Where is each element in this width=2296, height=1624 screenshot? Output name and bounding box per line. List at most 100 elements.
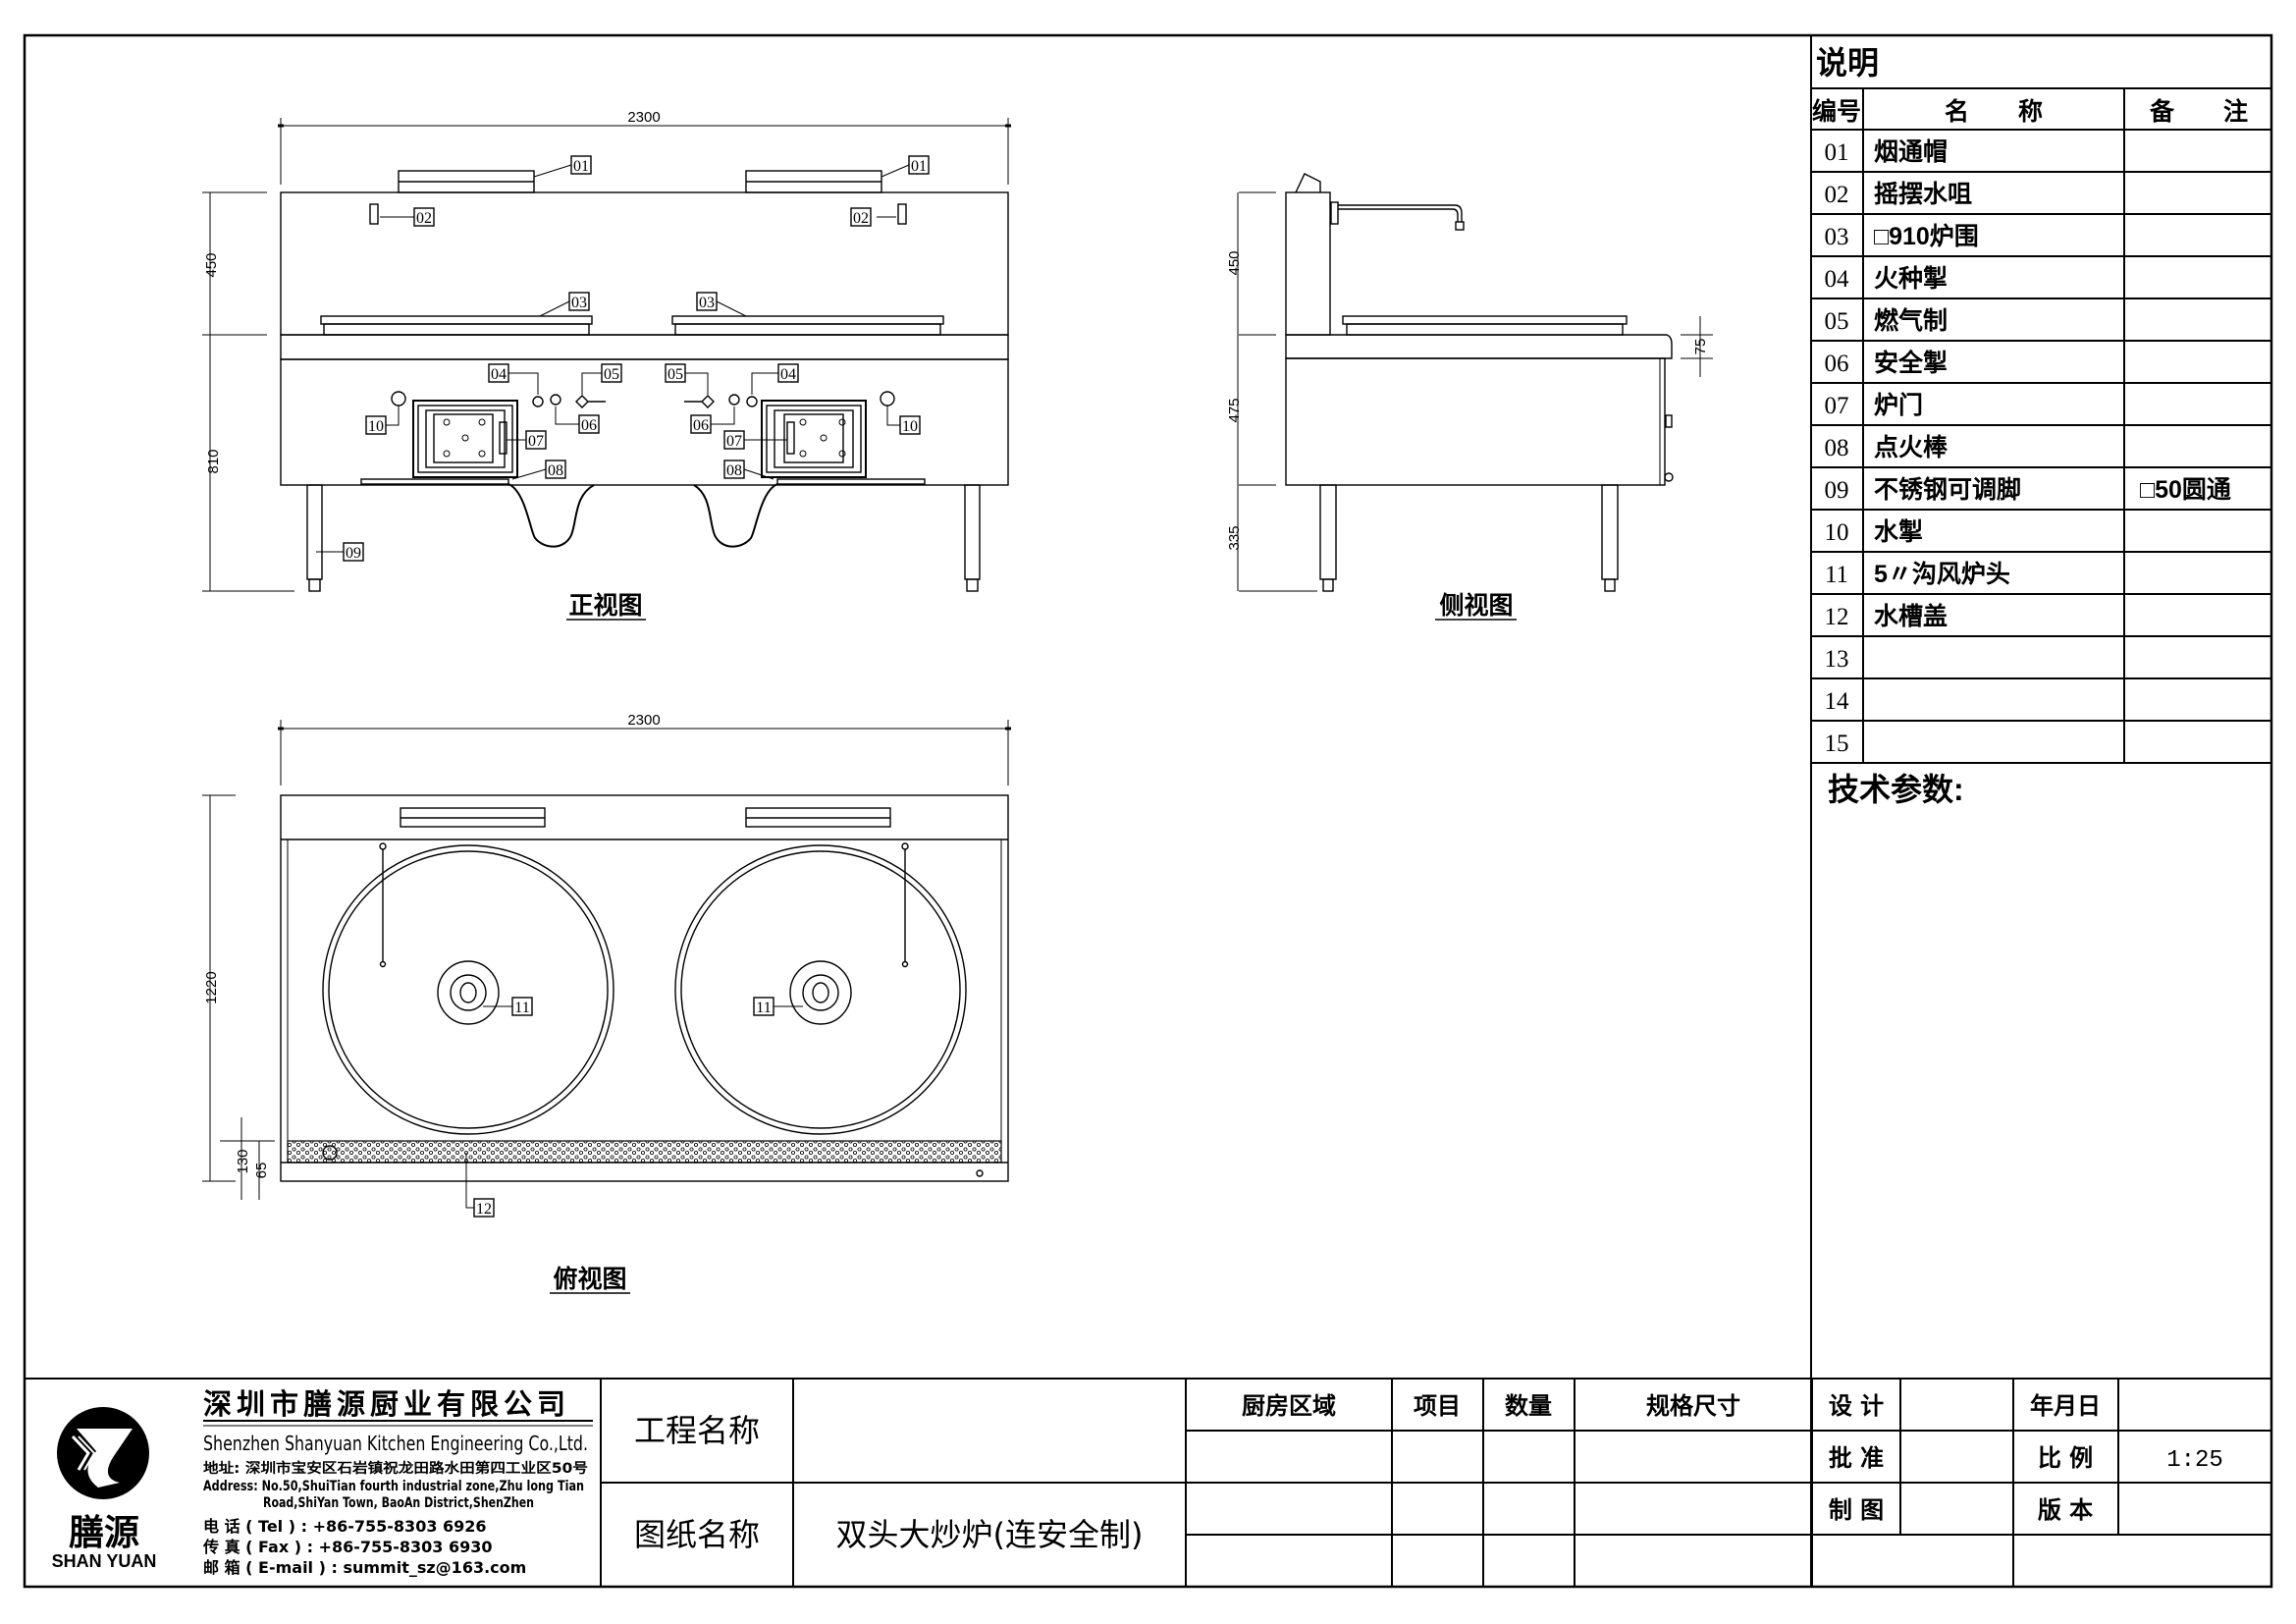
callout-tag-06: 06 [555,406,600,434]
callout-tag-09: 09 [316,542,364,562]
svg-text:12: 12 [476,1201,492,1218]
version-label: 版 本 [2038,1496,2093,1524]
top-width-dim: 2300 [627,712,660,729]
svg-text:10: 10 [902,418,918,435]
svg-text:08: 08 [548,462,563,479]
svg-text:05: 05 [604,366,619,383]
company-name-en: Shenzhen Shanyuan Kitchen Engineering Co… [203,1432,588,1455]
bom-row-number: 11 [1825,562,1848,588]
side-view: 450 475 335 75 侧视图 [1226,173,1713,621]
svg-text:01: 01 [573,158,589,175]
bom-row-name: 点火棒 [1874,434,1949,461]
callout-tag-06: 06 [690,406,735,434]
front-width-dim: 2300 [627,109,660,126]
bom-row-number: 07 [1825,393,1849,419]
company-fax: 传 真 ( Fax ) : +86-755-8303 6930 [202,1538,493,1556]
callout-tag-02: 02 [850,207,896,227]
bom-row-number: 12 [1825,604,1849,630]
scale-label: 比 例 [2038,1444,2093,1472]
front-view: 2300 450 810 [202,109,1011,621]
company-address-cn: 地址: 深圳市宝安区石岩镇祝龙田路水田第四工业区50号 [203,1460,588,1477]
approve-label: 批 准 [1829,1444,1884,1472]
bom-header-name: 名 称 [1945,97,2043,126]
bom-row: 13 [1811,646,2271,679]
svg-text:02: 02 [853,210,869,227]
col-kitchen-area: 厨房区域 [1242,1392,1336,1420]
top-depth-dim: 1220 [203,971,220,1003]
drawing-frame [23,33,2273,1589]
callout-tag-03: 03 [539,292,590,317]
bom-row-name: 水掣 [1874,518,1923,546]
col-quantity: 数量 [1505,1392,1552,1420]
company-address-en-1: Address: No.50,ShuiTian fourth industria… [203,1479,584,1494]
callout-tag-02: 02 [380,207,435,227]
callout-tag-04: 04 [488,363,539,395]
bom-row-name: □910炉围 [1874,223,1979,250]
svg-text:03: 03 [699,295,715,311]
date-label: 年月日 [2030,1392,2101,1420]
top-view: 2300 1220 130 65 [202,712,1011,1294]
project-name-label: 工程名称 [634,1412,760,1449]
front-upper-height-dim: 450 [203,252,220,277]
callout-tag-11: 11 [753,997,803,1016]
svg-text:10: 10 [368,418,384,435]
callout-tag-07: 07 [507,430,547,450]
col-spec-size: 规格尺寸 [1646,1392,1740,1420]
svg-text:03: 03 [571,295,587,311]
svg-text:11: 11 [756,1000,771,1016]
side-leg-height-dim: 335 [1226,525,1243,550]
drawing-name-value: 双头大炒炉(连安全制) [836,1516,1144,1553]
bom-row-name: 炉门 [1874,391,1923,419]
side-body-height-dim: 475 [1226,398,1243,422]
bom-row: 15 [1811,731,2271,764]
bom-row-name: 5〃沟风炉头 [1874,560,2010,588]
front-view-title: 正视图 [568,591,642,620]
bom-title: 说明 [1816,45,1879,81]
right-furnace-door [761,400,867,478]
svg-text:06: 06 [581,417,597,434]
svg-text:04: 04 [780,366,796,383]
callout-tag-08: 08 [723,460,774,480]
bom-header-remark: 备 注 [2149,97,2248,126]
bom-row-number: 03 [1825,224,1849,250]
bom-row: 03 □910炉围 [1811,223,2271,257]
bom-row-number: 15 [1825,731,1849,757]
svg-text:01: 01 [911,158,927,175]
tech-params-label: 技术参数: [1828,772,1964,807]
top-trough-dim: 130 [235,1149,251,1173]
bom-row-number: 09 [1825,477,1849,504]
callout-tag-12: 12 [465,1153,495,1218]
callout-tag-05: 05 [665,363,709,395]
bom-row: 07 炉门 [1811,391,2271,426]
bom-row-name: 火种掣 [1874,265,1948,293]
logo-text-en: SHAN YUAN [52,1551,157,1571]
bom-row-name: 燃气制 [1874,306,1948,335]
water-valve-icon [391,391,406,406]
bom-row-number: 13 [1825,646,1849,673]
logo-text-cn: 膳源 [69,1513,139,1553]
draft-label: 制 图 [1829,1496,1884,1524]
svg-text:04: 04 [491,366,507,383]
bom-row-number: 01 [1825,139,1849,166]
bom-row-name: 安全掣 [1874,349,1948,377]
callout-tag-08: 08 [511,460,566,480]
company-tel: 电 话 ( Tel ) : +86-755-8303 6926 [203,1517,487,1536]
svg-text:08: 08 [726,462,742,479]
bom-row: 11 5〃沟风炉头 [1811,560,2271,595]
svg-text:05: 05 [667,366,683,383]
bom-header-number: 编号 [1812,97,1861,126]
svg-text:06: 06 [693,417,709,434]
scale-value: 1:25 [2166,1447,2223,1474]
callout-tag-11: 11 [483,997,533,1016]
bom-row-number: 14 [1825,688,1850,715]
bom-row-name: 水槽盖 [1874,602,1948,630]
bom-row-number: 06 [1825,351,1849,377]
bom-row-name: 不锈钢可调脚 [1874,475,2021,504]
water-valve-icon [880,391,895,406]
